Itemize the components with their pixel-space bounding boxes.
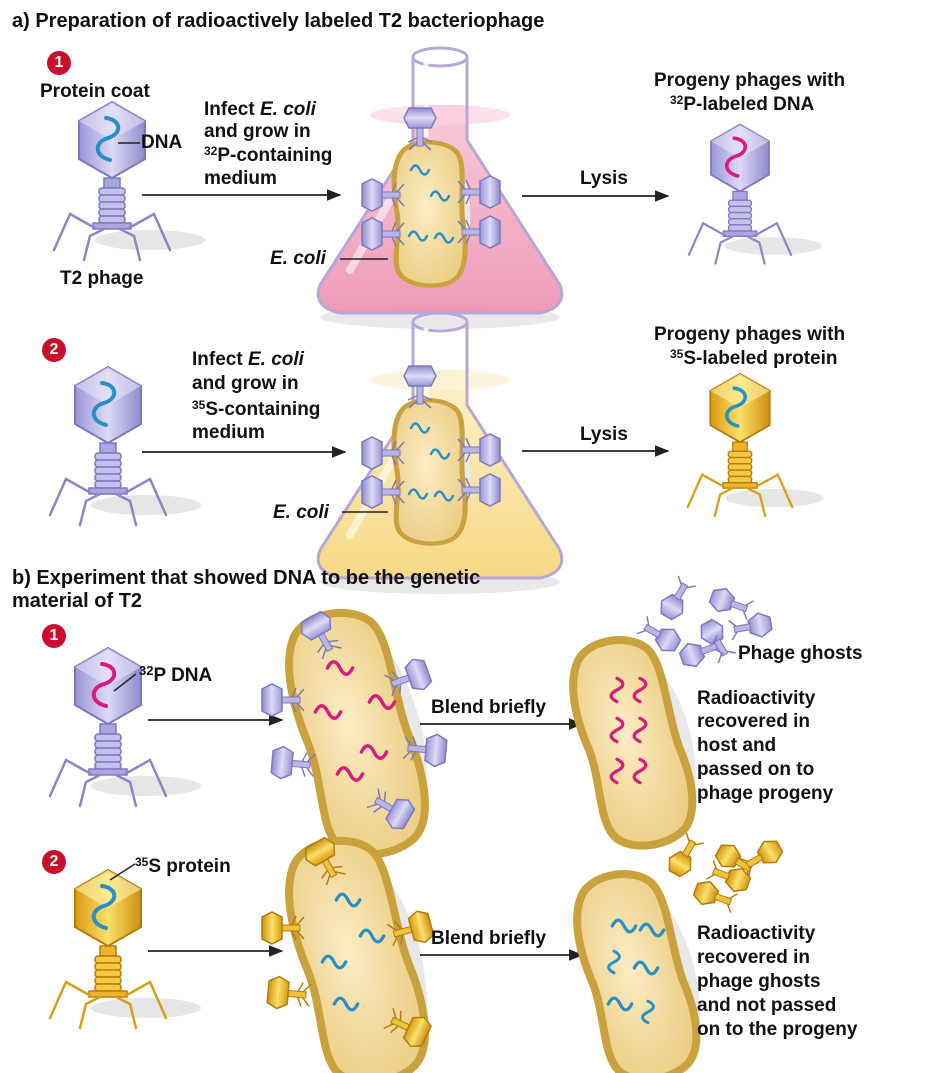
b2-result-line3: phage ghosts [697,971,821,992]
b1-32p-dna-label: 32P DNA [139,660,212,687]
step-badge-b2: 2 [42,850,66,874]
b1-dna-leader [113,673,137,692]
b2-result-line1: Radioactivity [697,923,816,944]
p32-superscript: 32 [139,663,154,678]
b1-result-line5: phage progeny [697,783,834,804]
b1-result-line2: recovered in [697,711,810,732]
s-protein-text: S protein [148,856,231,877]
infect-ecoli: E. coli [259,99,316,120]
step-badge-b1: 1 [42,624,66,648]
step-badge-a2: 2 [42,338,66,362]
a2-t2-phage [48,365,203,527]
b2-phage-35s [48,868,203,1030]
label-t2-phage: T2 phage [60,268,144,289]
part-b-heading-line1: b) Experiment that showed DNA to be the … [12,567,481,589]
p32-superscript: 32 [204,144,218,158]
b1-phage-ghosts-label: Phage ghosts [738,643,863,664]
a2-medium-type: 35S-containing [192,399,320,421]
p-containing-text: P-containing [217,145,333,166]
a1-lysis-label: Lysis [580,168,628,189]
infect-ecoli: E. coli [247,349,304,370]
a2-progeny-line1: Progeny phages with [654,324,846,345]
a1-progeny-line2: 32P-labeled DNA [670,94,814,116]
ecoli-text: E. coli [273,502,329,523]
s35-superscript: 35 [670,347,684,361]
part-b-heading-line2: material of T2 [12,590,143,612]
a2-grow-line: and grow in [192,373,299,394]
s-labeled-protein-text: S-labeled protein [683,348,838,369]
a2-ecoli-label: E. coli [273,502,329,524]
a2-lysis-label: Lysis [580,424,628,445]
p-dna-text: P DNA [153,665,213,686]
b2-result-line2: recovered in [697,947,810,968]
a1-medium-type: 32P-containing [204,145,332,167]
b2-blend-label: Blend briefly [431,928,547,949]
a1-ecoli-label: E. coli [270,248,326,270]
label-protein-coat: Protein coat [40,81,150,102]
a2-progeny-phage [686,372,825,518]
a1-grow-line: and grow in [204,121,311,142]
ecoli-text: E. coli [270,248,326,269]
label-dna: DNA [141,132,183,153]
b2-phage-ghosts [663,831,787,916]
part-a-heading: a) Preparation of radioactively labeled … [12,10,545,32]
a2-infect-line: Infect E. coli [192,349,304,371]
a1-t2-phage [52,100,207,262]
s35-superscript: 35 [192,398,206,412]
a2-medium-word: medium [192,422,265,443]
a1-medium-word: medium [204,168,277,189]
b1-result-line1: Radioactivity [697,688,816,709]
b1-infected-cell [261,602,449,867]
b2-result-line4: and not passed [697,995,837,1016]
a1-infect-line: Infect E. coli [204,99,316,121]
step-badge-a1: 1 [47,51,71,75]
b2-35s-protein-label: 35S protein [135,856,231,878]
b2-infected-cell [261,830,449,1073]
a1-progeny-phage [687,123,823,265]
a2-progeny-line2: 35S-labeled protein [670,348,838,370]
infect-word: Infect [192,349,243,370]
p32-superscript: 32 [670,93,684,107]
b2-result-line5: on to the progeny [697,1019,858,1040]
p-labeled-dna-text: P-labeled DNA [683,94,815,115]
b2-protein-leader [109,863,136,881]
b1-result-line4: passed on to [697,759,815,780]
a1-progeny-line1: Progeny phages with [654,70,846,91]
b1-result-line3: host and [697,735,777,756]
b1-blend-label: Blend briefly [431,697,547,718]
s-containing-text: S-containing [205,399,321,420]
s35-superscript: 35 [135,855,149,869]
infect-word: Infect [204,99,255,120]
